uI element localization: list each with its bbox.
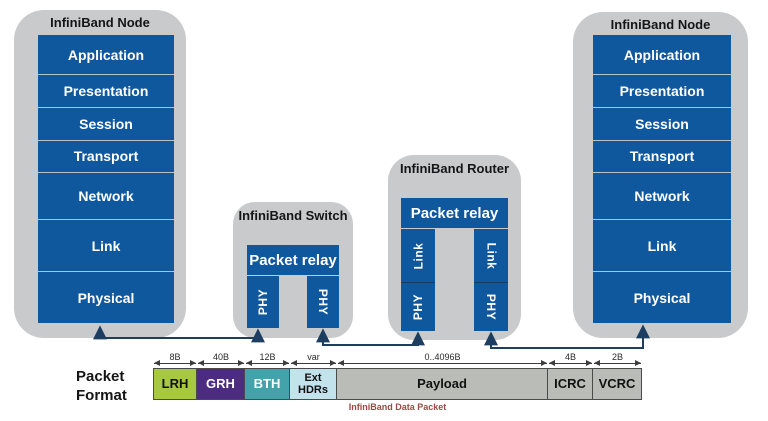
segment-lrh: LRH [153, 368, 197, 400]
segment-icrc: ICRC [548, 368, 593, 400]
dim-vcrc: 2B [593, 350, 642, 366]
dim-arrow [291, 360, 336, 366]
dim-payload: 0..4096B [337, 350, 548, 366]
dim-arrow [246, 360, 289, 366]
dim-arrow [154, 360, 196, 366]
router-left-link-label: Link [410, 242, 425, 270]
switch-left-port: PHY [247, 276, 279, 328]
segment-grh: GRH [197, 368, 245, 400]
right-node-title: InfiniBand Node [610, 17, 711, 32]
router-right-phy-label: PHY [484, 294, 498, 321]
router-left-port: Link PHY [401, 229, 435, 331]
segment-ext-hdrs: Ext HDRs [290, 368, 337, 400]
left-node-title: InfiniBand Node [50, 15, 150, 30]
infiniband-router: InfiniBand Router Packet relay Link PHY … [388, 155, 521, 340]
dim-icrc: 4B [548, 350, 593, 366]
router-right-phy: PHY [474, 282, 508, 331]
dim-arrow [198, 360, 244, 366]
packet-format-label: Packet Format [76, 368, 127, 404]
left-layer-link: Link [38, 219, 174, 272]
dim-lrh: 8B [153, 350, 197, 366]
router-left-phy: PHY [401, 282, 435, 331]
infiniband-switch: InfiniBand Switch Packet relay PHY PHY [233, 202, 353, 338]
right-layer-transport: Transport [593, 139, 731, 173]
dim-arrow [338, 360, 547, 366]
dim-exthdrs: var [290, 350, 337, 366]
segment-bth: BTH [245, 368, 290, 400]
right-layer-link: Link [593, 219, 731, 272]
switch-packet-relay: Packet relay [247, 245, 339, 275]
segment-payload: Payload [337, 368, 548, 400]
dim-arrow [549, 360, 592, 366]
router-left-phy-label: PHY [411, 294, 425, 321]
left-layer-transport: Transport [38, 139, 174, 173]
switch-right-port: PHY [307, 276, 339, 328]
left-layer-physical: Physical [38, 271, 174, 323]
left-infiniband-node: InfiniBand Node Application Presentation… [14, 10, 186, 338]
right-layer-application: Application [593, 35, 731, 75]
right-node-layer-stack: Application Presentation Session Transpo… [593, 35, 731, 323]
right-layer-physical: Physical [593, 271, 731, 323]
left-layer-application: Application [38, 35, 174, 75]
switch-left-phy-label: PHY [256, 288, 270, 316]
switch-right-phy: PHY [307, 276, 339, 328]
switch-left-phy: PHY [247, 276, 279, 328]
right-infiniband-node: InfiniBand Node Application Presentation… [573, 12, 748, 338]
router-title: InfiniBand Router [399, 161, 510, 176]
router-right-link: Link [474, 229, 508, 283]
left-layer-network: Network [38, 172, 174, 220]
router-right-port: Link PHY [474, 229, 508, 331]
switch-right-phy-label: PHY [316, 288, 330, 316]
dim-bth: 12B [245, 350, 290, 366]
router-packet-relay: Packet relay [401, 198, 508, 228]
segment-vcrc: VCRC [593, 368, 642, 400]
right-layer-session: Session [593, 107, 731, 140]
switch-title: InfiniBand Switch [238, 208, 348, 223]
right-layer-presentation: Presentation [593, 74, 731, 108]
right-layer-network: Network [593, 172, 731, 220]
router-left-link: Link [401, 229, 435, 283]
dim-arrow [594, 360, 641, 366]
left-layer-presentation: Presentation [38, 74, 174, 108]
left-layer-session: Session [38, 107, 174, 140]
packet-format-bar: LRH GRH BTH Ext HDRs Payload ICRC VCRC [153, 368, 642, 400]
dim-grh: 40B [197, 350, 245, 366]
packet-size-dimensions: 8B 40B 12B var 0..4096B 4B 2B [153, 350, 642, 366]
router-right-link-label: Link [483, 242, 498, 270]
left-node-layer-stack: Application Presentation Session Transpo… [38, 35, 174, 323]
packet-caption: InfiniBand Data Packet [348, 402, 447, 412]
